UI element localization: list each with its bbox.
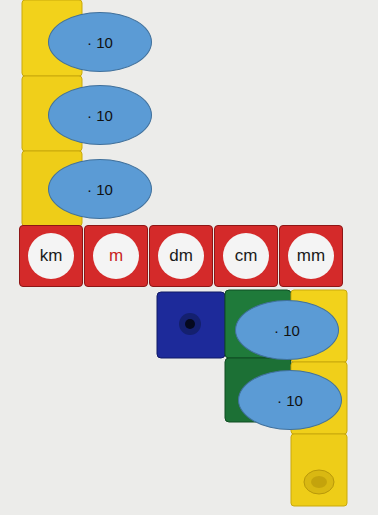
label-disc: cm [223, 233, 269, 279]
multiplier-label: · 10 [277, 392, 303, 409]
multiplier-oval: · 10 [48, 159, 152, 219]
unit-label: km [40, 246, 63, 266]
multiplier-label: · 10 [87, 107, 113, 124]
unit-label: cm [235, 246, 258, 266]
label-disc: dm [158, 233, 204, 279]
unit-cube: cm [214, 225, 278, 287]
unit-label: mm [297, 246, 325, 266]
label-disc: mm [288, 233, 334, 279]
label-disc: km [28, 233, 74, 279]
multiplier-oval: · 10 [238, 370, 342, 430]
blue-cube [157, 292, 225, 358]
multiplier-oval: · 10 [48, 12, 152, 72]
unit-cube: km [19, 225, 83, 287]
label-disc: m [93, 233, 139, 279]
multiplier-label: · 10 [87, 181, 113, 198]
unit-label: dm [169, 246, 193, 266]
unit-cube: dm [149, 225, 213, 287]
multiplier-oval: · 10 [48, 85, 152, 145]
unit-label: m [109, 246, 123, 266]
unit-cube: mm [279, 225, 343, 287]
multiplier-label: · 10 [274, 322, 300, 339]
unit-cube: m [84, 225, 148, 287]
multiplier-oval: · 10 [235, 300, 339, 360]
multiplier-label: · 10 [87, 34, 113, 51]
